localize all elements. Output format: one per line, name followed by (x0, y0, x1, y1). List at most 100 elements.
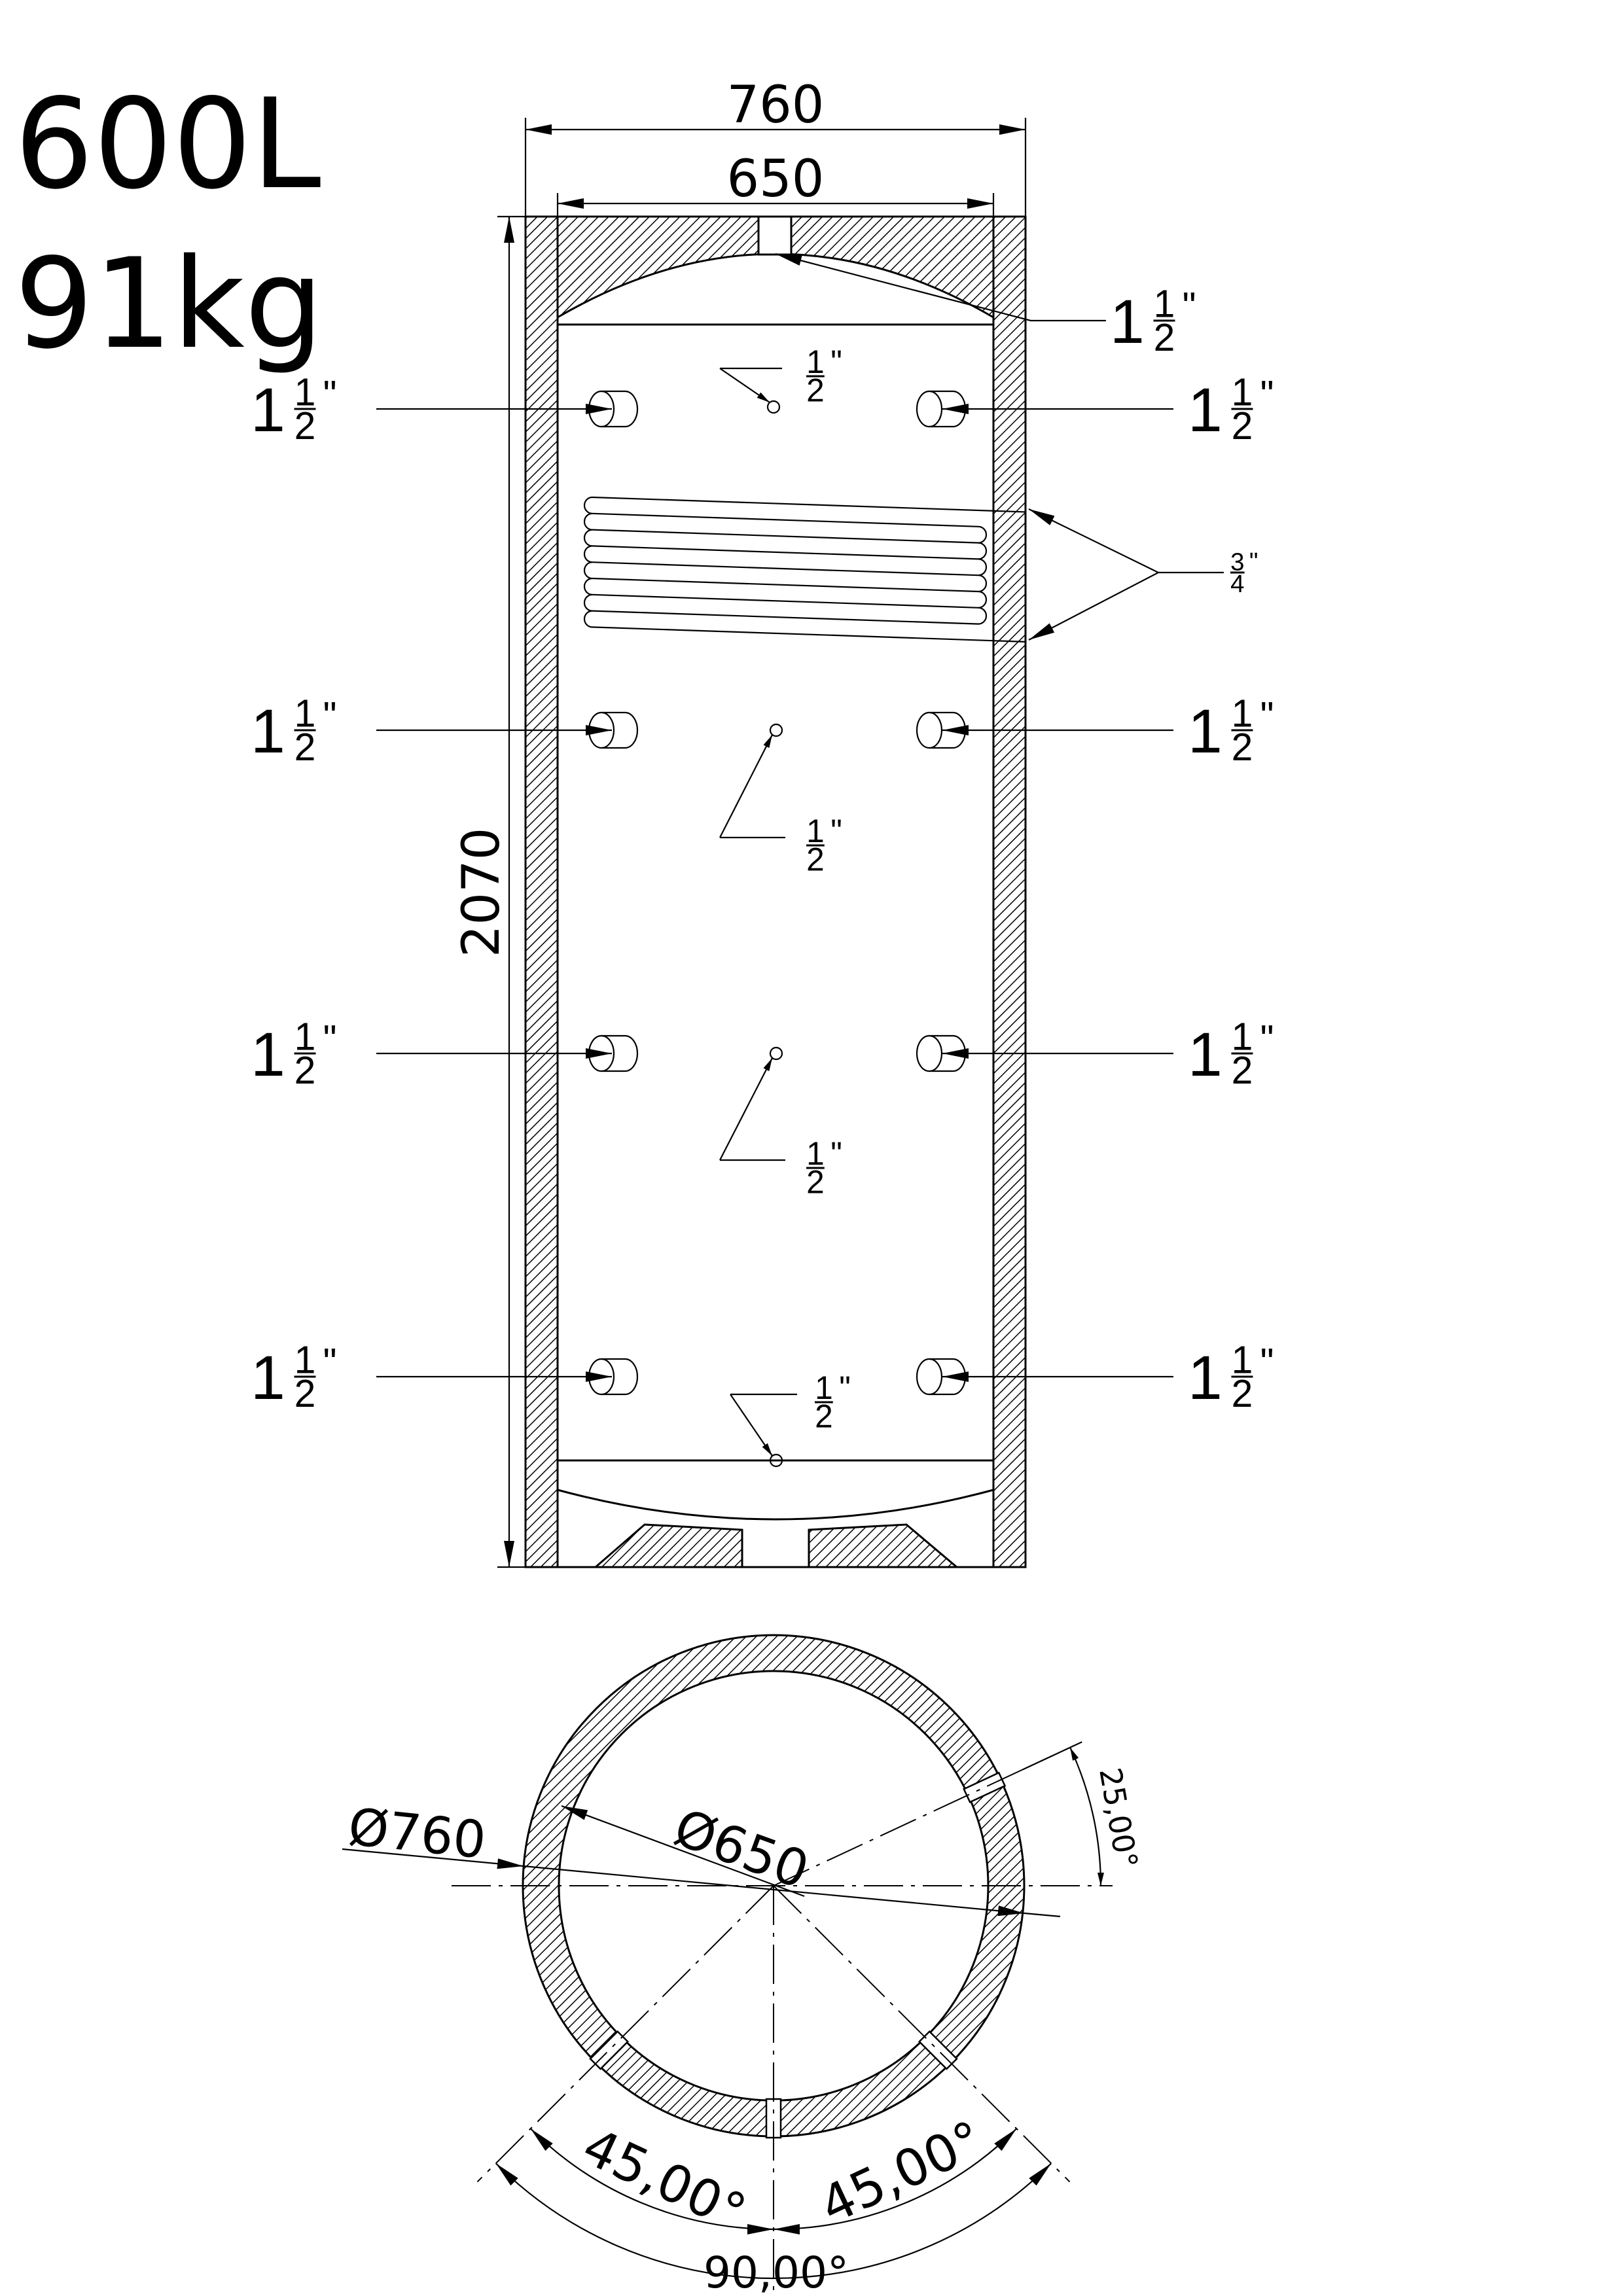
inch-mark: " (1260, 1341, 1274, 1384)
inch-mark: " (830, 344, 842, 380)
coil-tube (592, 561, 979, 576)
whole-number: 1 (1110, 287, 1145, 357)
center-line (476, 1885, 774, 2183)
volume-label: 600L (14, 72, 321, 217)
fraction-denominator: 2 (806, 372, 825, 409)
whole-number: 1 (1188, 376, 1222, 445)
inch-mark: " (830, 813, 842, 849)
bottom-dome (557, 1489, 994, 1521)
fraction-denominator: 2 (294, 1373, 316, 1415)
whole-number: 1 (251, 376, 285, 445)
coil-bend-right (978, 607, 988, 625)
coil-bend-left (583, 610, 593, 628)
weight-label: 91kg (14, 232, 323, 376)
fraction-numerator: 1 (294, 1339, 316, 1381)
coil-tube (592, 496, 1026, 513)
fraction-denominator: 2 (806, 841, 825, 878)
angle-right-label: 45,00° (812, 2110, 992, 2236)
whole-number: 1 (251, 1020, 285, 1089)
coil-bend-left (583, 496, 593, 514)
right-insulation-wall (992, 215, 1027, 1568)
sensor-arrow (730, 1394, 773, 1457)
coil-tube (592, 610, 979, 625)
fittings (376, 367, 1173, 1468)
whole-number: 1 (251, 697, 285, 766)
fraction-numerator: 1 (294, 371, 316, 414)
fraction-numerator: 1 (1154, 283, 1175, 325)
coil-tube (592, 626, 1026, 643)
coil-bend-right (978, 542, 988, 560)
center-line (773, 1885, 1071, 2183)
sensor-port-label: 12" (815, 1369, 851, 1435)
inch-mark: " (323, 1341, 337, 1384)
cross-section: Ø760 Ø650 25,00° 45,00° 45,00° 90,00° (342, 1634, 1145, 2296)
top-outlet-opening (757, 215, 793, 256)
sensor-port (769, 1046, 783, 1061)
angle-top-label: 25,00° (1092, 1765, 1145, 1871)
bottom-right-insulation (808, 1523, 960, 1568)
outer-width-dimension: 760 (524, 76, 1027, 217)
port-body (601, 1358, 639, 1396)
fraction-denominator: 2 (294, 405, 316, 448)
port-body (601, 711, 639, 749)
fraction-numerator: 1 (815, 1369, 833, 1406)
coil-bend-left (583, 512, 593, 531)
inner-width-dimension: 650 (556, 150, 995, 217)
sensor-port (769, 1453, 783, 1468)
fraction-numerator: 1 (1232, 1339, 1253, 1381)
outer-width-value: 760 (727, 76, 825, 135)
sensor-port (769, 723, 783, 737)
fraction-denominator: 4 (1230, 570, 1244, 598)
fraction-denominator: 2 (1232, 726, 1253, 769)
inch-mark: " (323, 695, 337, 737)
inch-mark: " (323, 1018, 337, 1061)
port-body (601, 1034, 639, 1072)
whole-number: 1 (1188, 697, 1222, 766)
sensor-port-label: 12" (806, 813, 842, 878)
fraction-numerator: 1 (806, 813, 825, 849)
coil-tube (592, 529, 979, 544)
coil-tube (592, 577, 979, 593)
fraction-numerator: 1 (294, 1016, 316, 1058)
fraction-numerator: 1 (1232, 692, 1253, 735)
fraction-numerator: 1 (1232, 1016, 1253, 1058)
angle-arc-25 (1069, 1747, 1104, 1886)
inch-mark: " (839, 1369, 851, 1406)
bottom-left-insulation (592, 1523, 743, 1568)
fraction-numerator: 1 (806, 1135, 825, 1172)
coil-bend-right (978, 525, 988, 544)
fraction-denominator: 2 (815, 1398, 833, 1435)
sensor-arrow (719, 734, 773, 838)
coil-tube (592, 593, 979, 609)
fraction-denominator: 2 (806, 1164, 825, 1201)
angle-arc-total (495, 2163, 1052, 2280)
sensor-port (766, 400, 781, 414)
coil-bend-left (583, 545, 593, 563)
center-line (773, 1755, 1053, 1886)
coil-bend-right (978, 558, 988, 576)
fraction-numerator: 3 (1230, 548, 1244, 576)
heat-exchanger-coil (583, 496, 1224, 643)
coil-label: 34" (1230, 548, 1258, 598)
sensor-port-label: 12" (806, 1135, 842, 1201)
coil-leader-top (1028, 508, 1159, 573)
left-insulation-wall (524, 215, 559, 1568)
inch-mark: " (830, 1135, 842, 1172)
port-front (916, 1358, 943, 1396)
sensor-arrow (719, 368, 770, 403)
fraction-denominator: 2 (1232, 405, 1253, 448)
fraction-numerator: 1 (294, 692, 316, 735)
fraction-denominator: 2 (1232, 1373, 1253, 1415)
coil-tube (592, 512, 979, 527)
sensor-port-label: 12" (806, 344, 842, 409)
angle-total-label: 90,00° (704, 2248, 849, 2296)
